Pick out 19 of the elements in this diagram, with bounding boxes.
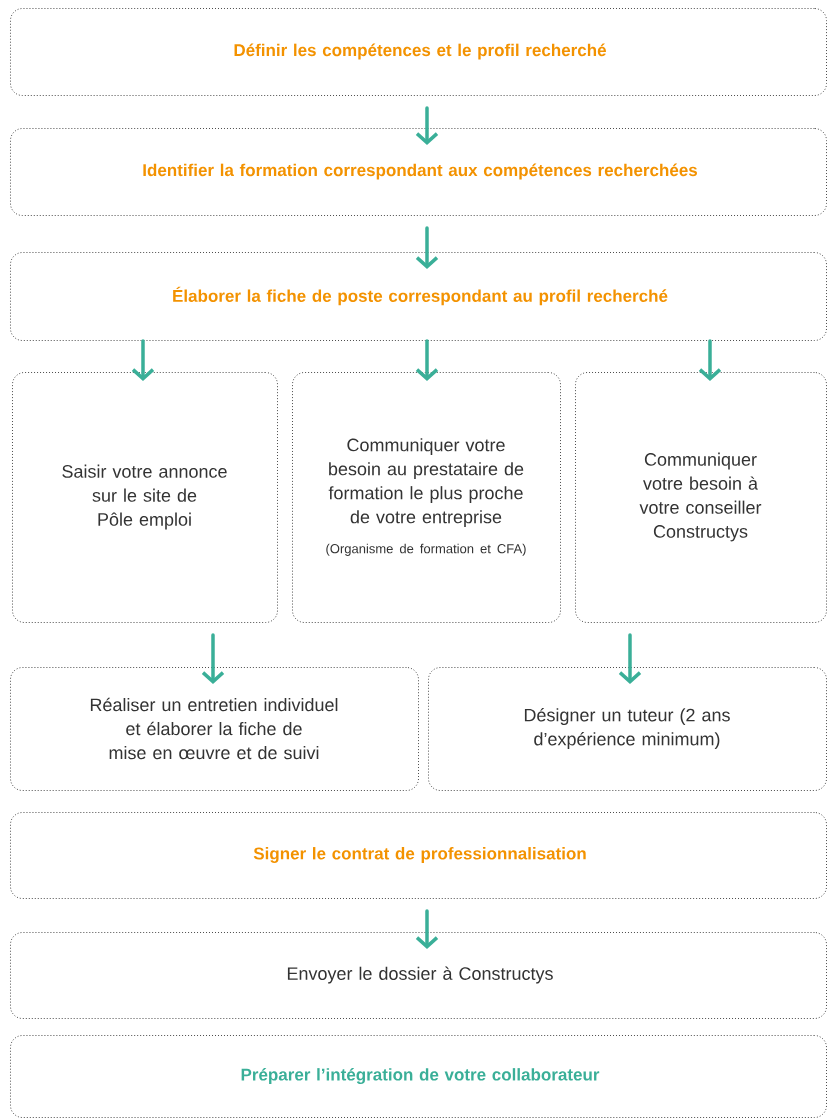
step-box: Désigner un tuteur (2 ans d’expérience minimum) (428, 667, 827, 791)
arrow (415, 106, 439, 145)
step-box: Signer le contrat de professionnalisation (10, 812, 827, 899)
arrow (618, 633, 642, 684)
step-box: Identifier la formation correspondant aux compétences recherchées (10, 128, 827, 216)
step-box: Définir les compétences et le profil recherché (10, 8, 827, 96)
arrow (415, 339, 439, 381)
step-box: Communiquer votre besoin au prestataire de formation le plus proche de votre entreprise (Organisme de formation et CFA) (292, 372, 561, 623)
step-box: Préparer l’intégration de votre collaborateur (10, 1035, 827, 1118)
arrow (698, 339, 722, 381)
step-box: Réaliser un entretien individuel et élaborer la fiche de mise en œuvre et de suivi (10, 667, 419, 791)
step-box: Saisir votre annonce sur le site de Pôle emploi (12, 372, 278, 623)
arrow (415, 909, 439, 949)
arrow (131, 339, 155, 381)
arrow (201, 633, 225, 684)
step-box: Communiquer votre besoin à votre conseiller Constructys (575, 372, 827, 623)
arrow (415, 226, 439, 269)
step-box: Élaborer la fiche de poste correspondant au profil recherché (10, 252, 827, 341)
step-box: Envoyer le dossier à Constructys (10, 932, 827, 1019)
